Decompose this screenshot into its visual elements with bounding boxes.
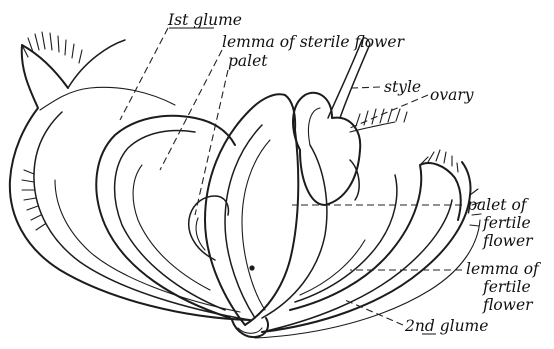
second-glume-drawing — [255, 162, 481, 338]
label-first-glume: Ist glume — [167, 11, 242, 29]
fertile-palet-drawing — [290, 150, 461, 310]
label-palet-fertile-line3: flower — [482, 232, 534, 250]
first-glume-drawing — [10, 32, 250, 320]
label-lemma-sterile: lemma of sterile flower — [222, 33, 406, 51]
ovary-drawing — [293, 93, 407, 205]
label-palet-fertile-line2: fertile — [482, 214, 531, 232]
label-palet-fertile-line1: palet of — [467, 196, 530, 214]
leader-first-glume — [120, 28, 168, 120]
label-lemma-fertile-line1: lemma of — [466, 260, 542, 278]
leader-second-glume — [345, 300, 403, 325]
label-lemma-fertile-line2: fertile — [482, 278, 531, 296]
label-ovary: ovary — [430, 86, 474, 104]
label-style: style — [384, 78, 421, 96]
seed-dot — [249, 265, 254, 270]
label-lemma-fertile-line3: flower — [482, 296, 534, 314]
sterile-lemma-drawing — [96, 116, 235, 318]
label-palet-sterile: palet — [228, 52, 268, 70]
leader-style — [352, 87, 380, 88]
leader-lemma-sterile — [160, 50, 222, 170]
label-second-glume: 2nd glume — [404, 317, 488, 335]
